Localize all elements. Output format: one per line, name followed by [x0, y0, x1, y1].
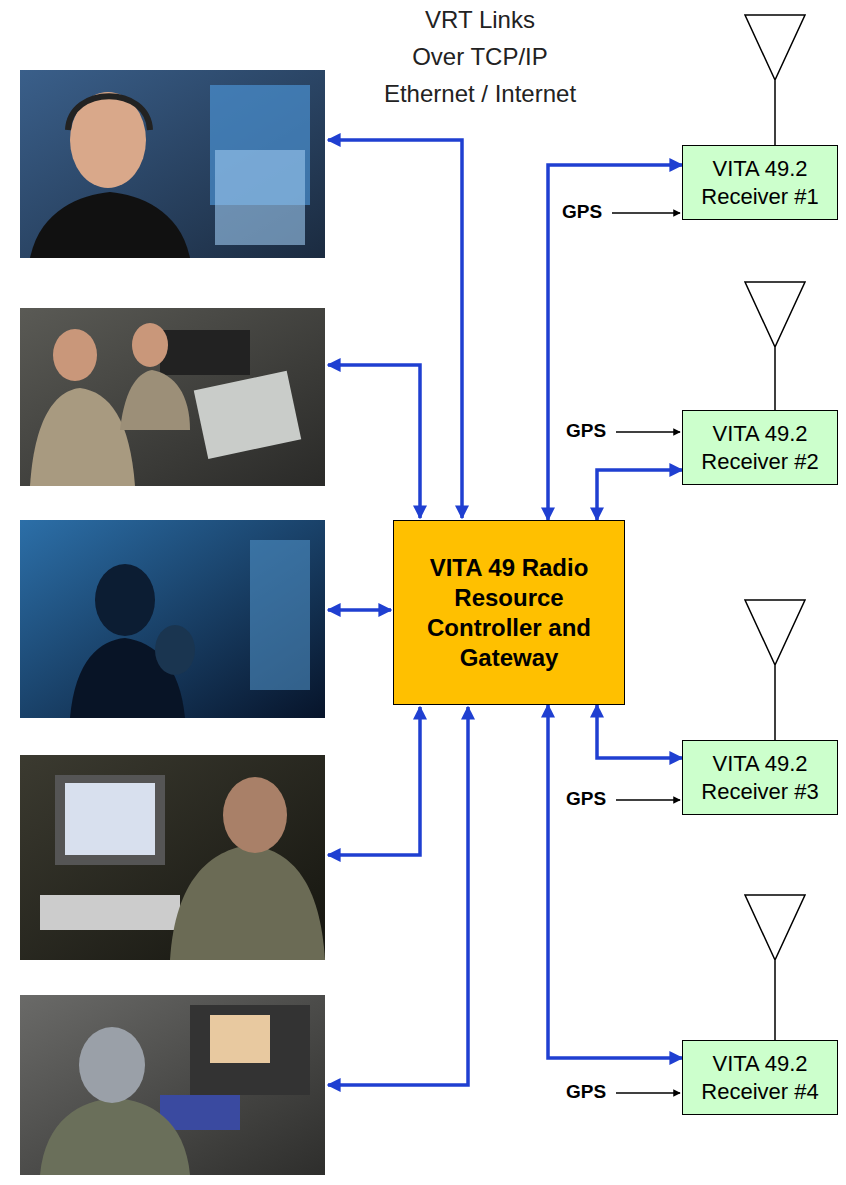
network-label: Over TCP/IP [330, 43, 630, 71]
vrt-link [548, 705, 682, 1058]
receiver-box: VITA 49.2 Receiver #2 [682, 410, 838, 485]
operator-photo [20, 520, 325, 718]
vrt-link [328, 608, 391, 612]
node-label: VITA 49.2 Receiver #3 [693, 750, 827, 805]
antenna-symbol [745, 600, 805, 740]
node-label: VITA 49.2 Receiver #2 [693, 420, 827, 475]
antenna-symbol [745, 895, 805, 1040]
monitor [215, 150, 305, 245]
person-head [132, 323, 168, 367]
gps-arrow [616, 431, 680, 433]
person-body [120, 370, 190, 430]
network-label: Ethernet / Internet [330, 80, 630, 108]
person-body [40, 1098, 190, 1175]
photo-ground [20, 755, 325, 960]
photo-ground [20, 70, 325, 258]
vrt-link [328, 365, 420, 518]
gps-label: GPS [562, 201, 602, 223]
operator-photo [20, 70, 325, 258]
vrt-link [328, 707, 468, 1085]
monitor-screen [210, 1015, 270, 1063]
receiver-box: VITA 49.2 Receiver #4 [682, 1040, 838, 1115]
photo-ground [20, 520, 325, 718]
photo-ground [20, 995, 325, 1175]
laptop [160, 1095, 240, 1130]
node-text-group: VITA 49 Radio Resource Controller and Ga… [410, 553, 608, 673]
laptop [194, 371, 301, 459]
vrt-link [597, 705, 682, 758]
node-text-group: VITA 49.2 Receiver #4 [693, 1050, 827, 1105]
headset [68, 96, 150, 130]
node-text-group: VITA 49.2 Receiver #3 [693, 750, 827, 805]
equipment-rack [190, 1005, 310, 1095]
node-label: VITA 49 Radio Resource Controller and Ga… [410, 553, 608, 673]
operator-photo [20, 995, 325, 1175]
receiver-box: VITA 49.2 Receiver #1 [682, 145, 838, 220]
gps-arrow [616, 1092, 680, 1094]
console [160, 330, 250, 375]
gps-label: GPS [566, 788, 606, 810]
node-label: VITA 49.2 Receiver #4 [693, 1050, 827, 1105]
vrt-link [597, 470, 682, 520]
node-label: VITA 49.2 Receiver #1 [693, 155, 827, 210]
person-head [79, 1027, 145, 1103]
node-text-group: VITA 49.2 Receiver #1 [693, 155, 827, 210]
person-head [223, 777, 287, 853]
person-head [95, 564, 155, 636]
network-label: VRT Links [330, 6, 630, 34]
monitor [250, 540, 310, 690]
keyboard [40, 895, 180, 930]
gps-arrow [612, 212, 680, 214]
vrt-link [328, 707, 420, 855]
gps-label: GPS [566, 1081, 606, 1103]
antenna-symbol [745, 15, 805, 145]
receiver-box: VITA 49.2 Receiver #3 [682, 740, 838, 815]
antenna-symbol [745, 282, 805, 410]
person-head [155, 625, 195, 675]
monitor-screen [65, 783, 155, 855]
vrt-link [548, 165, 682, 520]
person-body [170, 845, 325, 960]
controller-box: VITA 49 Radio Resource Controller and Ga… [393, 520, 625, 705]
operator-photo [20, 308, 325, 486]
monitor-frame [55, 775, 165, 865]
operator-photo [20, 755, 325, 960]
person-head [53, 329, 97, 381]
gps-arrow [616, 799, 680, 801]
photo-ground [20, 308, 325, 486]
vrt-link [328, 140, 462, 518]
person-body [30, 192, 190, 258]
node-text-group: VITA 49.2 Receiver #2 [693, 420, 827, 475]
gps-label: GPS [566, 420, 606, 442]
person-body [30, 388, 135, 486]
